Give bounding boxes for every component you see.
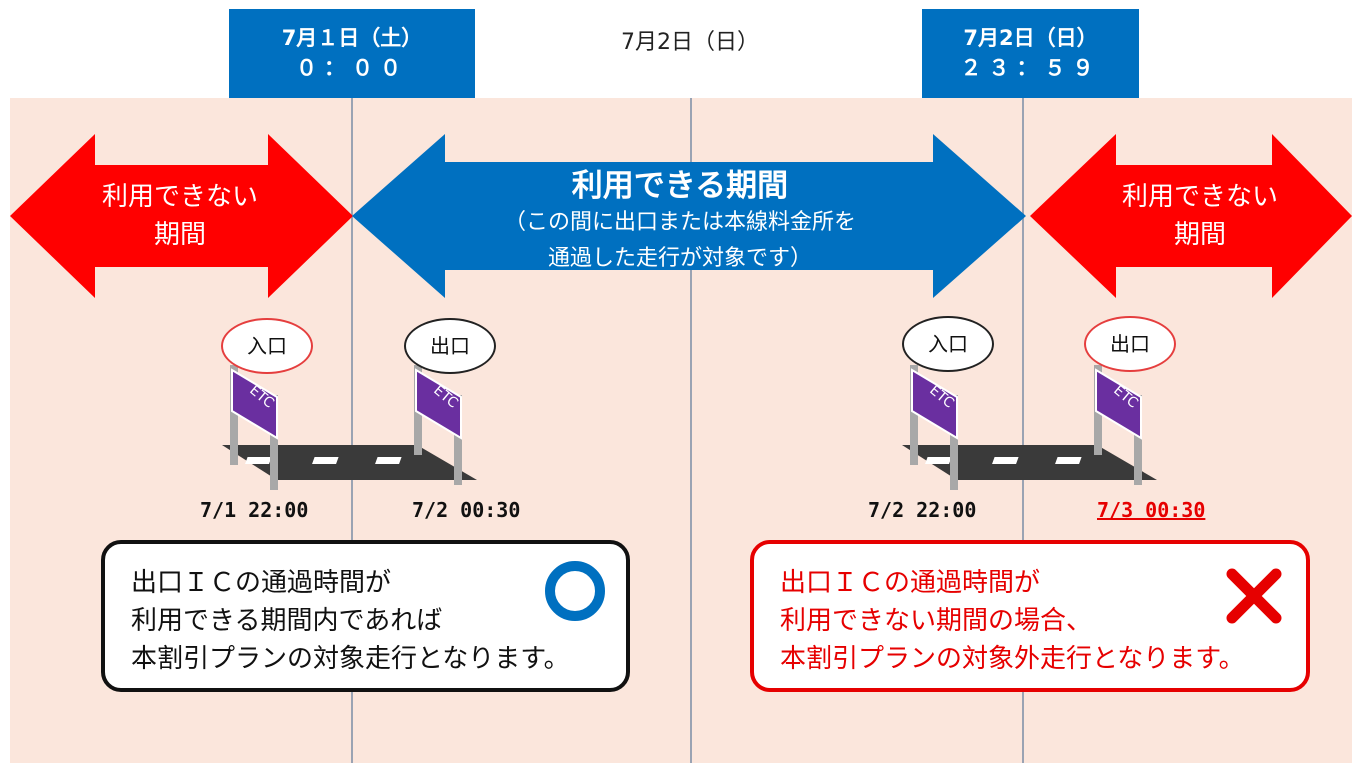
right-gate-pair [901,364,1158,491]
available-arrow [352,134,1026,298]
right-unavailable-arrow [1030,134,1352,298]
ng-note-line2: 利用できない期間の場合、 [780,606,1093,636]
time-right-entrance: 7/2 22:00 [868,498,977,522]
ok-note-line2: 利用できる期間内であれば [131,606,443,636]
end-time: ２３：５９ [960,56,1101,80]
time-right-exit: 7/3 00:30 [1097,498,1206,522]
divider-midnight [690,98,692,763]
ok-note-line3: 本割引プランの対象走行となります。 [131,644,570,674]
start-date: 7月１日（土） [281,26,423,50]
end-datetime-box: 7月2日（日） ２３：５９ [922,9,1139,98]
left-unavailable-label: 利用できない 期間 [60,178,300,254]
available-title: 利用できる期間 [571,168,789,204]
right-entrance-bubble: 入口 [902,316,994,372]
ng-note-line1: 出口ＩＣの通過時間が [780,568,1041,598]
circle-icon [545,561,605,621]
right-unavailable-label: 利用できない 期間 [1080,178,1320,254]
ng-note-box: 出口ＩＣの通過時間が 利用できない期間の場合、 本割引プランの対象外走行となりま… [750,540,1310,692]
cross-icon [1226,568,1282,624]
left-entrance-bubble: 入口 [221,318,313,374]
left-exit-bubble: 出口 [404,318,496,374]
start-time: ０：００ [296,56,408,80]
ng-note-line3: 本割引プランの対象外走行となります。 [780,644,1245,674]
ok-note-box: 出口ＩＣの通過時間が 利用できる期間内であれば 本割引プランの対象走行となります… [101,540,630,692]
middle-day-label: 7月2日（日） [621,30,759,55]
left-unavailable-line2: 期間 [153,220,206,250]
left-gate-pair [221,364,478,491]
right-unavailable-line2: 期間 [1173,220,1226,250]
available-sub-line2: 通過した走行が対象です） [547,246,812,271]
ok-note-line1: 出口ＩＣの通過時間が [131,568,392,598]
end-date: 7月2日（日） [963,26,1098,50]
available-sub-line1: （この間に出口または本線料金所を [503,210,856,235]
time-left-exit: 7/2 00:30 [412,498,521,522]
left-unavailable-line1: 利用できない [101,182,258,212]
time-left-entrance: 7/1 22:00 [200,498,309,522]
divider-start [351,98,353,763]
right-exit-bubble: 出口 [1084,316,1176,372]
divider-end [1022,98,1024,763]
right-unavailable-line1: 利用できない [1121,182,1278,212]
available-subtitle: （この間に出口または本線料金所を 通過した走行が対象です） [400,205,960,277]
start-datetime-box: 7月１日（土） ０：００ [229,9,475,98]
left-unavailable-arrow [10,134,353,298]
